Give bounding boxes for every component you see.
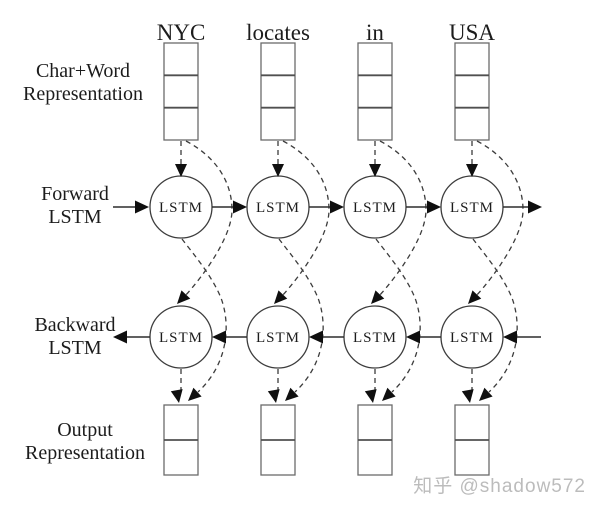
lstm-node-label: LSTM: [450, 200, 494, 216]
row-label-line: Representation: [25, 442, 145, 464]
input-to-backward-arrow-curve: [184, 140, 233, 297]
row-label-line: Backward: [34, 314, 116, 336]
input-to-backward-arrowhead: [274, 290, 288, 304]
input-to-backward-arrow-curve: [281, 140, 330, 297]
lstm-node-label: LSTM: [450, 330, 494, 346]
row-label-line: Forward: [41, 183, 109, 205]
backward-to-output-arrowhead: [461, 389, 474, 403]
forward-to-output-arrowhead: [479, 387, 493, 401]
lstm-node-label: LSTM: [159, 330, 203, 346]
forward-to-output-arrow-curve: [181, 238, 227, 393]
input-representation-stack: [163, 42, 199, 141]
word-label: USA: [449, 20, 495, 45]
forward-exit-arrowhead: [528, 200, 542, 214]
backward-exit-arrowhead: [113, 330, 127, 344]
forward-input-arrowhead: [135, 200, 149, 214]
input-to-backward-arrowhead: [371, 290, 385, 304]
input-to-backward-arrow-curve: [475, 140, 524, 297]
forward-to-output-arrow-curve: [278, 238, 324, 393]
row-label-char-word-representation: Char+Word Representation: [8, 60, 158, 106]
input-to-forward-arrowhead: [175, 164, 187, 177]
forward-chain-arrowhead: [330, 200, 344, 214]
backward-to-output-arrowhead: [364, 389, 377, 403]
forward-chain-arrowhead: [427, 200, 441, 214]
input-to-backward-arrowhead: [468, 290, 482, 304]
row-label-forward-lstm: Forward LSTM: [15, 183, 135, 229]
lstm-node-label: LSTM: [353, 200, 397, 216]
forward-to-output-arrowhead: [382, 387, 396, 401]
backward-to-output-arrowhead: [267, 389, 280, 403]
lstm-node-label: LSTM: [256, 200, 300, 216]
forward-to-output-arrowhead: [188, 387, 202, 401]
row-label-line: Output: [57, 419, 113, 441]
lstm-node-label: LSTM: [159, 200, 203, 216]
forward-to-output-arrowhead: [285, 387, 299, 401]
input-to-forward-arrowhead: [369, 164, 381, 177]
zhihu-watermark: 知乎 @shadow572: [413, 476, 586, 497]
input-to-forward-arrowhead: [466, 164, 478, 177]
row-label-line: Char+Word: [35, 60, 131, 82]
forward-to-output-arrow-curve: [472, 238, 518, 393]
backward-chain-arrowhead: [309, 330, 323, 344]
backward-input-arrowhead: [503, 330, 517, 344]
backward-to-output-arrowhead: [170, 389, 183, 403]
input-representation-stack: [260, 42, 296, 141]
row-label-line: LSTM: [48, 206, 102, 228]
row-label-line: Representation: [23, 83, 143, 105]
backward-chain-arrowhead: [406, 330, 420, 344]
forward-to-output-arrow-curve: [375, 238, 421, 393]
word-label: in: [366, 20, 384, 45]
row-label-backward-lstm: Backward LSTM: [15, 314, 135, 360]
input-representation-stack: [357, 42, 393, 141]
forward-chain-arrowhead: [233, 200, 247, 214]
row-label-output-representation: Output Representation: [10, 419, 160, 465]
input-to-backward-arrow-curve: [378, 140, 427, 297]
input-to-forward-arrowhead: [272, 164, 284, 177]
word-label: locates: [246, 20, 310, 45]
word-label: NYC: [157, 20, 206, 45]
input-representation-stack: [454, 42, 490, 141]
lstm-node-label: LSTM: [256, 330, 300, 346]
row-label-line: LSTM: [48, 337, 102, 359]
input-to-backward-arrowhead: [177, 290, 191, 304]
backward-chain-arrowhead: [212, 330, 226, 344]
lstm-node-label: LSTM: [353, 330, 397, 346]
